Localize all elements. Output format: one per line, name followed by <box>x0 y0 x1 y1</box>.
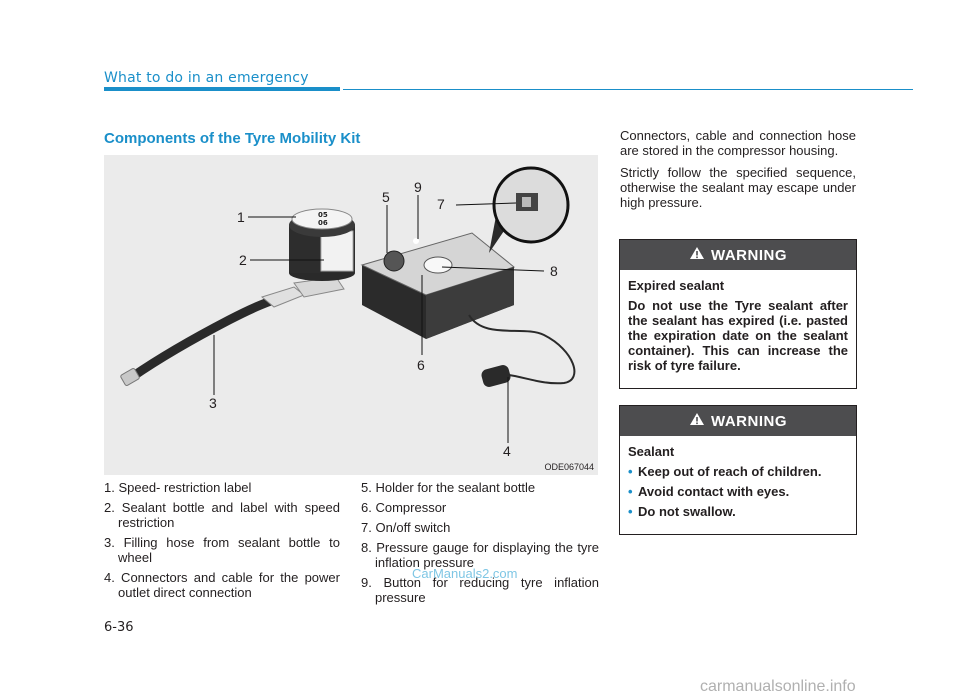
switch-rocker <box>522 197 531 207</box>
header-rule <box>343 89 913 90</box>
list-item: 2. Sealant bottle and label with speed r… <box>104 500 340 530</box>
warning-body: Sealant •Keep out of reach of children. … <box>620 436 856 534</box>
callout-4: 4 <box>503 443 511 459</box>
speed-label-text-2: 06 <box>318 219 328 227</box>
watermark-center: CarManuals2.com <box>412 566 518 581</box>
pressure-gauge <box>423 256 453 274</box>
bullet-text: Do not swallow. <box>638 504 736 519</box>
kit-drawing: 05 06 <box>120 166 576 443</box>
speed-label-text-1: 05 <box>318 211 328 219</box>
hose-valve-connector <box>120 368 140 386</box>
component-list-right: 5. Holder for the sealant bottle 6. Comp… <box>361 480 599 610</box>
page-number: 6-36 <box>104 620 134 635</box>
bullet-text: Avoid contact with eyes. <box>638 484 790 499</box>
callout-7: 7 <box>437 196 445 212</box>
section-title: Components of the Tyre Mobility Kit <box>104 130 361 147</box>
header-section-title: What to do in an emergency <box>104 70 309 86</box>
bullet-dot-icon: • <box>628 484 633 499</box>
warning-triangle-icon <box>689 412 705 430</box>
component-list-left: 1. Speed- restriction label 2. Sealant b… <box>104 480 340 605</box>
callout-3: 3 <box>209 395 217 411</box>
warning-title: Expired sealant <box>628 278 725 293</box>
tyre-mobility-kit-illustration: 05 06 1 2 3 4 5 6 7 8 9 ODE067044 <box>104 155 598 475</box>
warning-box-expired-sealant: WARNING Expired sealant Do not use the T… <box>619 239 857 389</box>
callout-9: 9 <box>414 179 422 195</box>
warning-title: Sealant <box>628 444 675 459</box>
warning-label: WARNING <box>711 412 787 430</box>
bullet-dot-icon: • <box>628 464 633 479</box>
bullet-item: • Avoid contact with eyes. <box>628 484 848 499</box>
power-plug <box>481 365 511 387</box>
callout-2: 2 <box>239 252 247 268</box>
compressor-side <box>426 267 514 339</box>
filling-hose <box>127 290 294 382</box>
sealant-bottle-label <box>320 230 354 272</box>
list-item: 8. Pressure gauge for displaying the tyr… <box>361 540 599 570</box>
list-item: 6. Compressor <box>361 500 447 515</box>
warning-header: WARNING <box>620 406 856 436</box>
warning-triangle-icon <box>689 246 705 264</box>
header-accent-bar <box>104 87 340 91</box>
leader-line-8 <box>441 266 545 272</box>
bullet-dot-icon: • <box>628 504 633 519</box>
list-item: 3. Filling hose from sealant bottle to w… <box>104 535 340 565</box>
warning-box-sealant: WARNING Sealant • Keep out of reach of ch… <box>619 405 857 535</box>
warning-label: WARNING <box>711 246 787 264</box>
pressure-release-button <box>413 238 419 244</box>
intro-text: Connectors, cable and connection hose ar… <box>620 128 856 217</box>
power-cable <box>468 314 576 385</box>
bullet-item: • Keep out of reach of children. <box>628 464 848 479</box>
callout-8: 8 <box>550 263 558 279</box>
warning-header: WARNING <box>620 240 856 270</box>
warning-text: Do not use the Tyre sealant after the se… <box>628 298 848 373</box>
list-item: 7. On/off switch <box>361 520 451 535</box>
sealant-holder <box>383 250 405 272</box>
list-item: 4. Connectors and cable for the power ou… <box>104 570 340 600</box>
watermark-footer: carmanualsonline.info <box>700 678 856 695</box>
bullet-item: • Do not swallow. <box>628 504 848 519</box>
callout-1: 1 <box>237 209 245 225</box>
speed-restriction-label <box>291 208 353 230</box>
paragraph: Connectors, cable and connection hose ar… <box>620 128 856 158</box>
paragraph: Strictly follow the specified sequence, … <box>620 165 856 210</box>
figure-code: ODE067044 <box>544 462 594 472</box>
callout-6: 6 <box>417 357 425 373</box>
list-item: 1. Speed- restriction label <box>104 480 252 495</box>
bullet-text: Keep out of reach of children. <box>638 464 822 479</box>
leader-line-7 <box>455 202 517 206</box>
list-item: 9. Button for reducing tyre inflation pr… <box>361 575 599 605</box>
list-item: 5. Holder for the sealant bottle <box>361 480 536 495</box>
callout-5: 5 <box>382 189 390 205</box>
warning-body: Expired sealant Do not use the Tyre seal… <box>620 270 856 388</box>
